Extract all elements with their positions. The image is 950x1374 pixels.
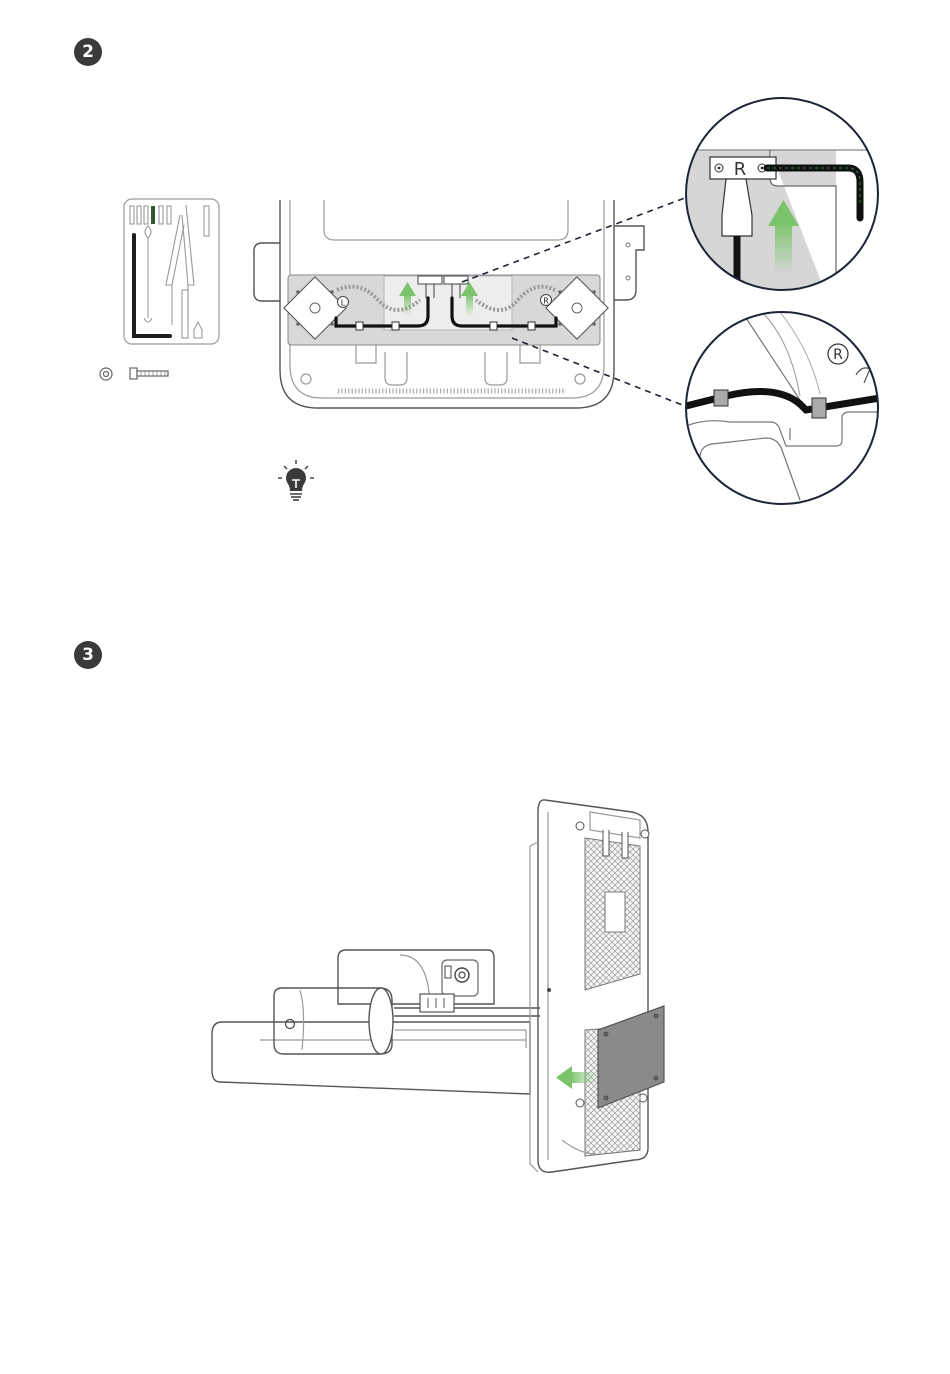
wall-plate [530, 800, 649, 1172]
cover-panel [598, 1006, 664, 1108]
front-motor-block [274, 988, 393, 1054]
rear-motor-block [338, 950, 494, 1004]
linkage [394, 994, 540, 1016]
